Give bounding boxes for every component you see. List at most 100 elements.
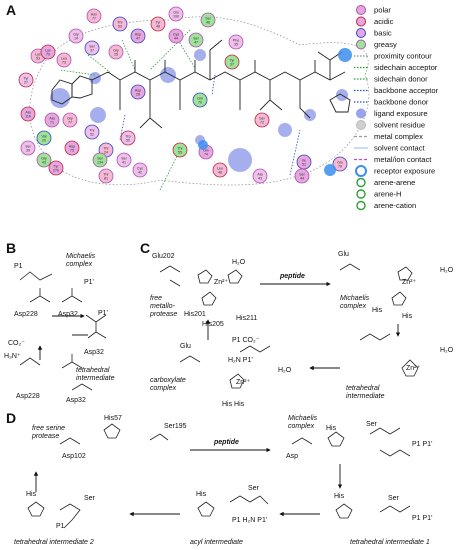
svg-text:Gly: Gly [73, 33, 79, 37]
arene-h-icon: arene-H [356, 189, 401, 199]
svg-text:81: 81 [104, 177, 108, 181]
svg-text:Trp: Trp [125, 135, 130, 139]
svg-text:72: 72 [260, 121, 264, 125]
svg-text:Leu: Leu [61, 57, 67, 61]
asp32-label-3: Asp32 [66, 397, 86, 404]
his205-label: His205 [202, 321, 224, 328]
peptide-label-c: peptide [279, 273, 305, 280]
ser-label-d1: Ser [366, 421, 378, 428]
his-label-d4: His [26, 491, 37, 498]
svg-text:44: 44 [174, 37, 178, 41]
h3n-label: H₃N⁺ [4, 353, 21, 360]
svg-text:Leu: Leu [217, 167, 223, 171]
acyl-label: acyl intermediate [190, 539, 243, 546]
svg-text:Ser: Ser [25, 145, 31, 149]
tetra2-label: tetrahedral intermediate 2 [14, 539, 94, 546]
svg-text:Phe: Phe [233, 39, 239, 43]
his-label-c1: His [372, 307, 383, 314]
svg-text:50: 50 [126, 139, 130, 143]
h2o-label-3: H₂O [440, 347, 454, 354]
svg-text:Ser: Ser [121, 157, 127, 161]
svg-text:53: 53 [118, 25, 122, 29]
co2-label-c: P1 CO₂⁻ [232, 337, 260, 344]
glu-label-c1: Glu [338, 251, 349, 258]
svg-text:48: 48 [218, 171, 222, 175]
legend-label: metal complex [374, 132, 423, 141]
legend-label: basic [374, 29, 392, 38]
svg-text:Thr: Thr [177, 147, 183, 151]
panel-letter-c: C [140, 240, 151, 256]
metalloprotease-mechanism: Glu202 Zn²⁺ H₂O His201 His205 His211 fre… [149, 251, 454, 408]
svg-text:Tyr: Tyr [24, 77, 30, 81]
svg-text:48: 48 [156, 25, 160, 29]
svg-text:70: 70 [198, 101, 202, 105]
svg-text:24: 24 [104, 151, 108, 155]
svg-text:Ser: Ser [193, 37, 199, 41]
zn-label-2: Zn²⁺ [402, 279, 417, 286]
svg-text:14: 14 [74, 37, 78, 41]
legend-label: polar [374, 6, 391, 15]
svg-text:Gly: Gly [67, 117, 73, 121]
svg-text:71: 71 [50, 121, 54, 125]
p1-label-d3: P1 H₂N P1' [232, 517, 267, 524]
p1-label-d2: P1 P1' [412, 515, 432, 522]
his201-label: His201 [184, 311, 206, 318]
legend-label: proximity contour [374, 52, 432, 61]
blue-arrow-icon: backbone donor [354, 98, 429, 107]
legend-label: metal/ion contact [374, 155, 432, 164]
svg-text:Val: Val [42, 135, 47, 139]
svg-text:77: 77 [92, 17, 96, 21]
legend-label: greasy [374, 40, 397, 49]
svg-text:47: 47 [194, 41, 198, 45]
receptor-halo-icon: receptor exposure [355, 165, 435, 177]
svg-text:Lys: Lys [35, 53, 41, 57]
legend-label: backbone acceptor [374, 86, 439, 95]
svg-text:134: 134 [97, 161, 103, 165]
svg-text:42: 42 [138, 171, 142, 175]
asp102-label: Asp102 [62, 453, 86, 460]
blue-arrow-icon: backbone acceptor [354, 86, 439, 95]
svg-text:Ile: Ile [302, 159, 306, 163]
svg-text:35: 35 [234, 43, 238, 47]
his-label-d3: His [196, 491, 207, 498]
ser-label-d3: Ser [248, 485, 260, 492]
svg-text:74: 74 [204, 153, 208, 157]
blue-blob-icon: ligand exposure [356, 108, 428, 119]
glu202-label: Glu202 [152, 253, 175, 260]
svg-text:27b: 27b [53, 169, 59, 173]
green-arrow-icon: sidechain acceptor [354, 63, 438, 72]
asp32-label-2: Asp32 [84, 349, 104, 356]
svg-text:Lys: Lys [45, 49, 51, 53]
svg-text:43: 43 [42, 161, 46, 165]
co2-label: CO₂⁻ [8, 340, 25, 347]
panel-letter-d: D [6, 410, 17, 426]
legend-label: arene-arene [374, 178, 415, 187]
his-label-c2: His [402, 313, 413, 320]
panel-letter-a: A [6, 2, 17, 18]
